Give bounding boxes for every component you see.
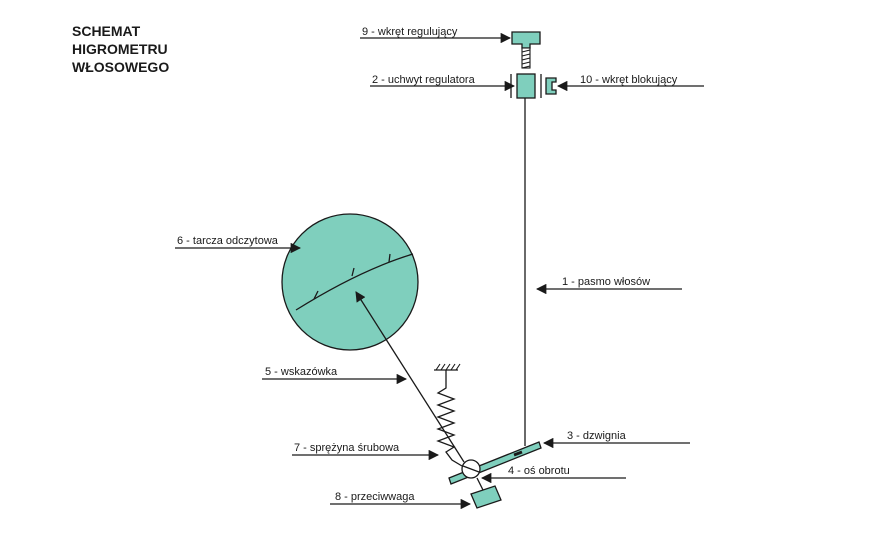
label-dial: 6 - tarcza odczytowa <box>177 235 279 247</box>
adjusting-screw <box>511 31 541 69</box>
coil-spring <box>434 363 463 467</box>
pointer <box>355 291 465 463</box>
locking-screw <box>545 77 557 95</box>
label-pointer: 5 - wskazówka <box>265 366 338 378</box>
diagram-title: SCHEMAT HIGROMETRU WŁOSOWEGO <box>72 22 169 76</box>
reading-dial <box>281 213 419 351</box>
title-line-1: SCHEMAT <box>72 23 141 39</box>
counterweight <box>470 477 502 509</box>
label-lock: 10 - wkręt blokujący <box>580 74 678 86</box>
label-lever: 3 - dzwignia <box>567 430 627 442</box>
regulator-holder <box>510 73 542 99</box>
label-counterweight: 8 - przeciwwaga <box>335 491 415 503</box>
label-pivot: 4 - oś obrotu <box>508 465 570 477</box>
label-screw: 9 - wkręt regulujący <box>362 26 458 38</box>
title-line-2: HIGROMETRU <box>72 41 168 57</box>
label-hair: 1 - pasmo włosów <box>562 276 650 288</box>
label-holder: 2 - uchwyt regulatora <box>372 74 476 86</box>
label-spring: 7 - sprężyna śrubowa <box>294 442 400 454</box>
title-line-3: WŁOSOWEGO <box>72 59 170 75</box>
